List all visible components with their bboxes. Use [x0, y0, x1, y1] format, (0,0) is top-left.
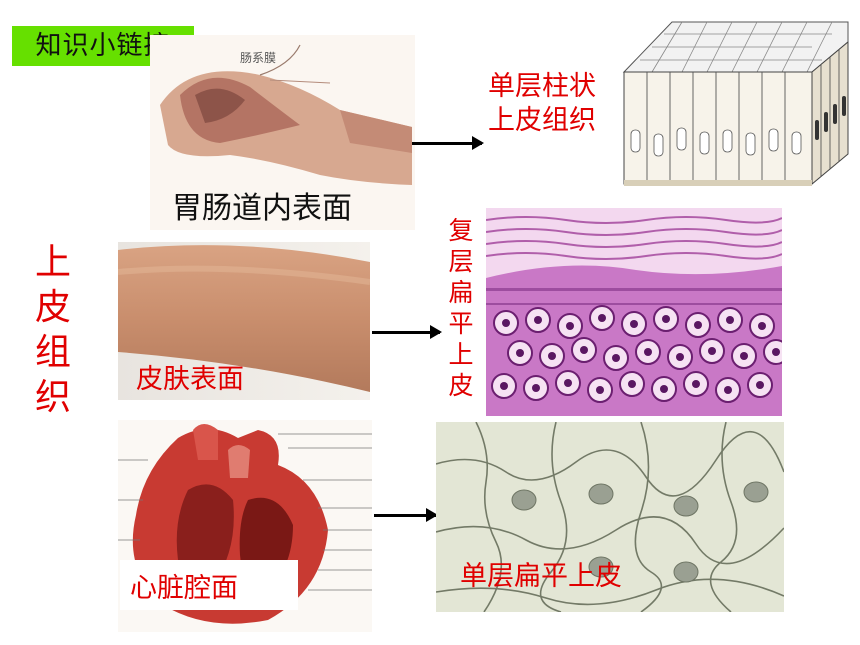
columnar-label-line: 单层柱状 — [488, 71, 596, 102]
arrow-right — [372, 325, 442, 339]
stratified-label-char: 层 — [448, 247, 474, 276]
columnar-epithelium-image — [612, 12, 854, 192]
heart-caption: 心脏腔面 — [130, 573, 238, 604]
skin-caption: 皮肤表面 — [136, 364, 244, 395]
intestine-caption: 胃肠道内表面 — [172, 191, 352, 226]
arrow-right — [412, 136, 484, 150]
heart-image: 心脏腔面 — [118, 420, 372, 632]
stratified-label-char: 皮 — [448, 371, 474, 400]
skin-image: 皮肤表面 — [118, 242, 370, 400]
side-title-char: 上 — [34, 242, 71, 283]
stratified-label-char: 扁 — [448, 278, 474, 307]
heart-caption-box: 心脏腔面 — [120, 560, 298, 610]
simple-squamous-label: 单层扁平上皮 — [460, 561, 622, 592]
side-title-char: 织 — [34, 377, 71, 418]
columnar-label: 单层柱状 上皮组织 — [488, 70, 596, 138]
columnar-label-line: 上皮组织 — [488, 105, 596, 136]
stratified-label-char: 上 — [448, 340, 474, 369]
stratified-epithelium-image — [486, 208, 782, 416]
intestine-image: 肠系膜 胃肠道内表面 — [150, 35, 415, 230]
simple-squamous-image: 单层扁平上皮 — [436, 422, 784, 612]
side-title-char: 皮 — [34, 287, 71, 328]
arrow-right — [374, 508, 438, 522]
side-title: 上 皮 组 织 — [28, 240, 78, 420]
stratified-label: 复 层 扁 平 上 皮 — [446, 215, 476, 401]
stratified-label-char: 复 — [448, 216, 474, 245]
stratified-label-char: 平 — [448, 309, 474, 338]
side-title-char: 组 — [34, 332, 71, 373]
mesentery-label: 肠系膜 — [240, 51, 277, 65]
